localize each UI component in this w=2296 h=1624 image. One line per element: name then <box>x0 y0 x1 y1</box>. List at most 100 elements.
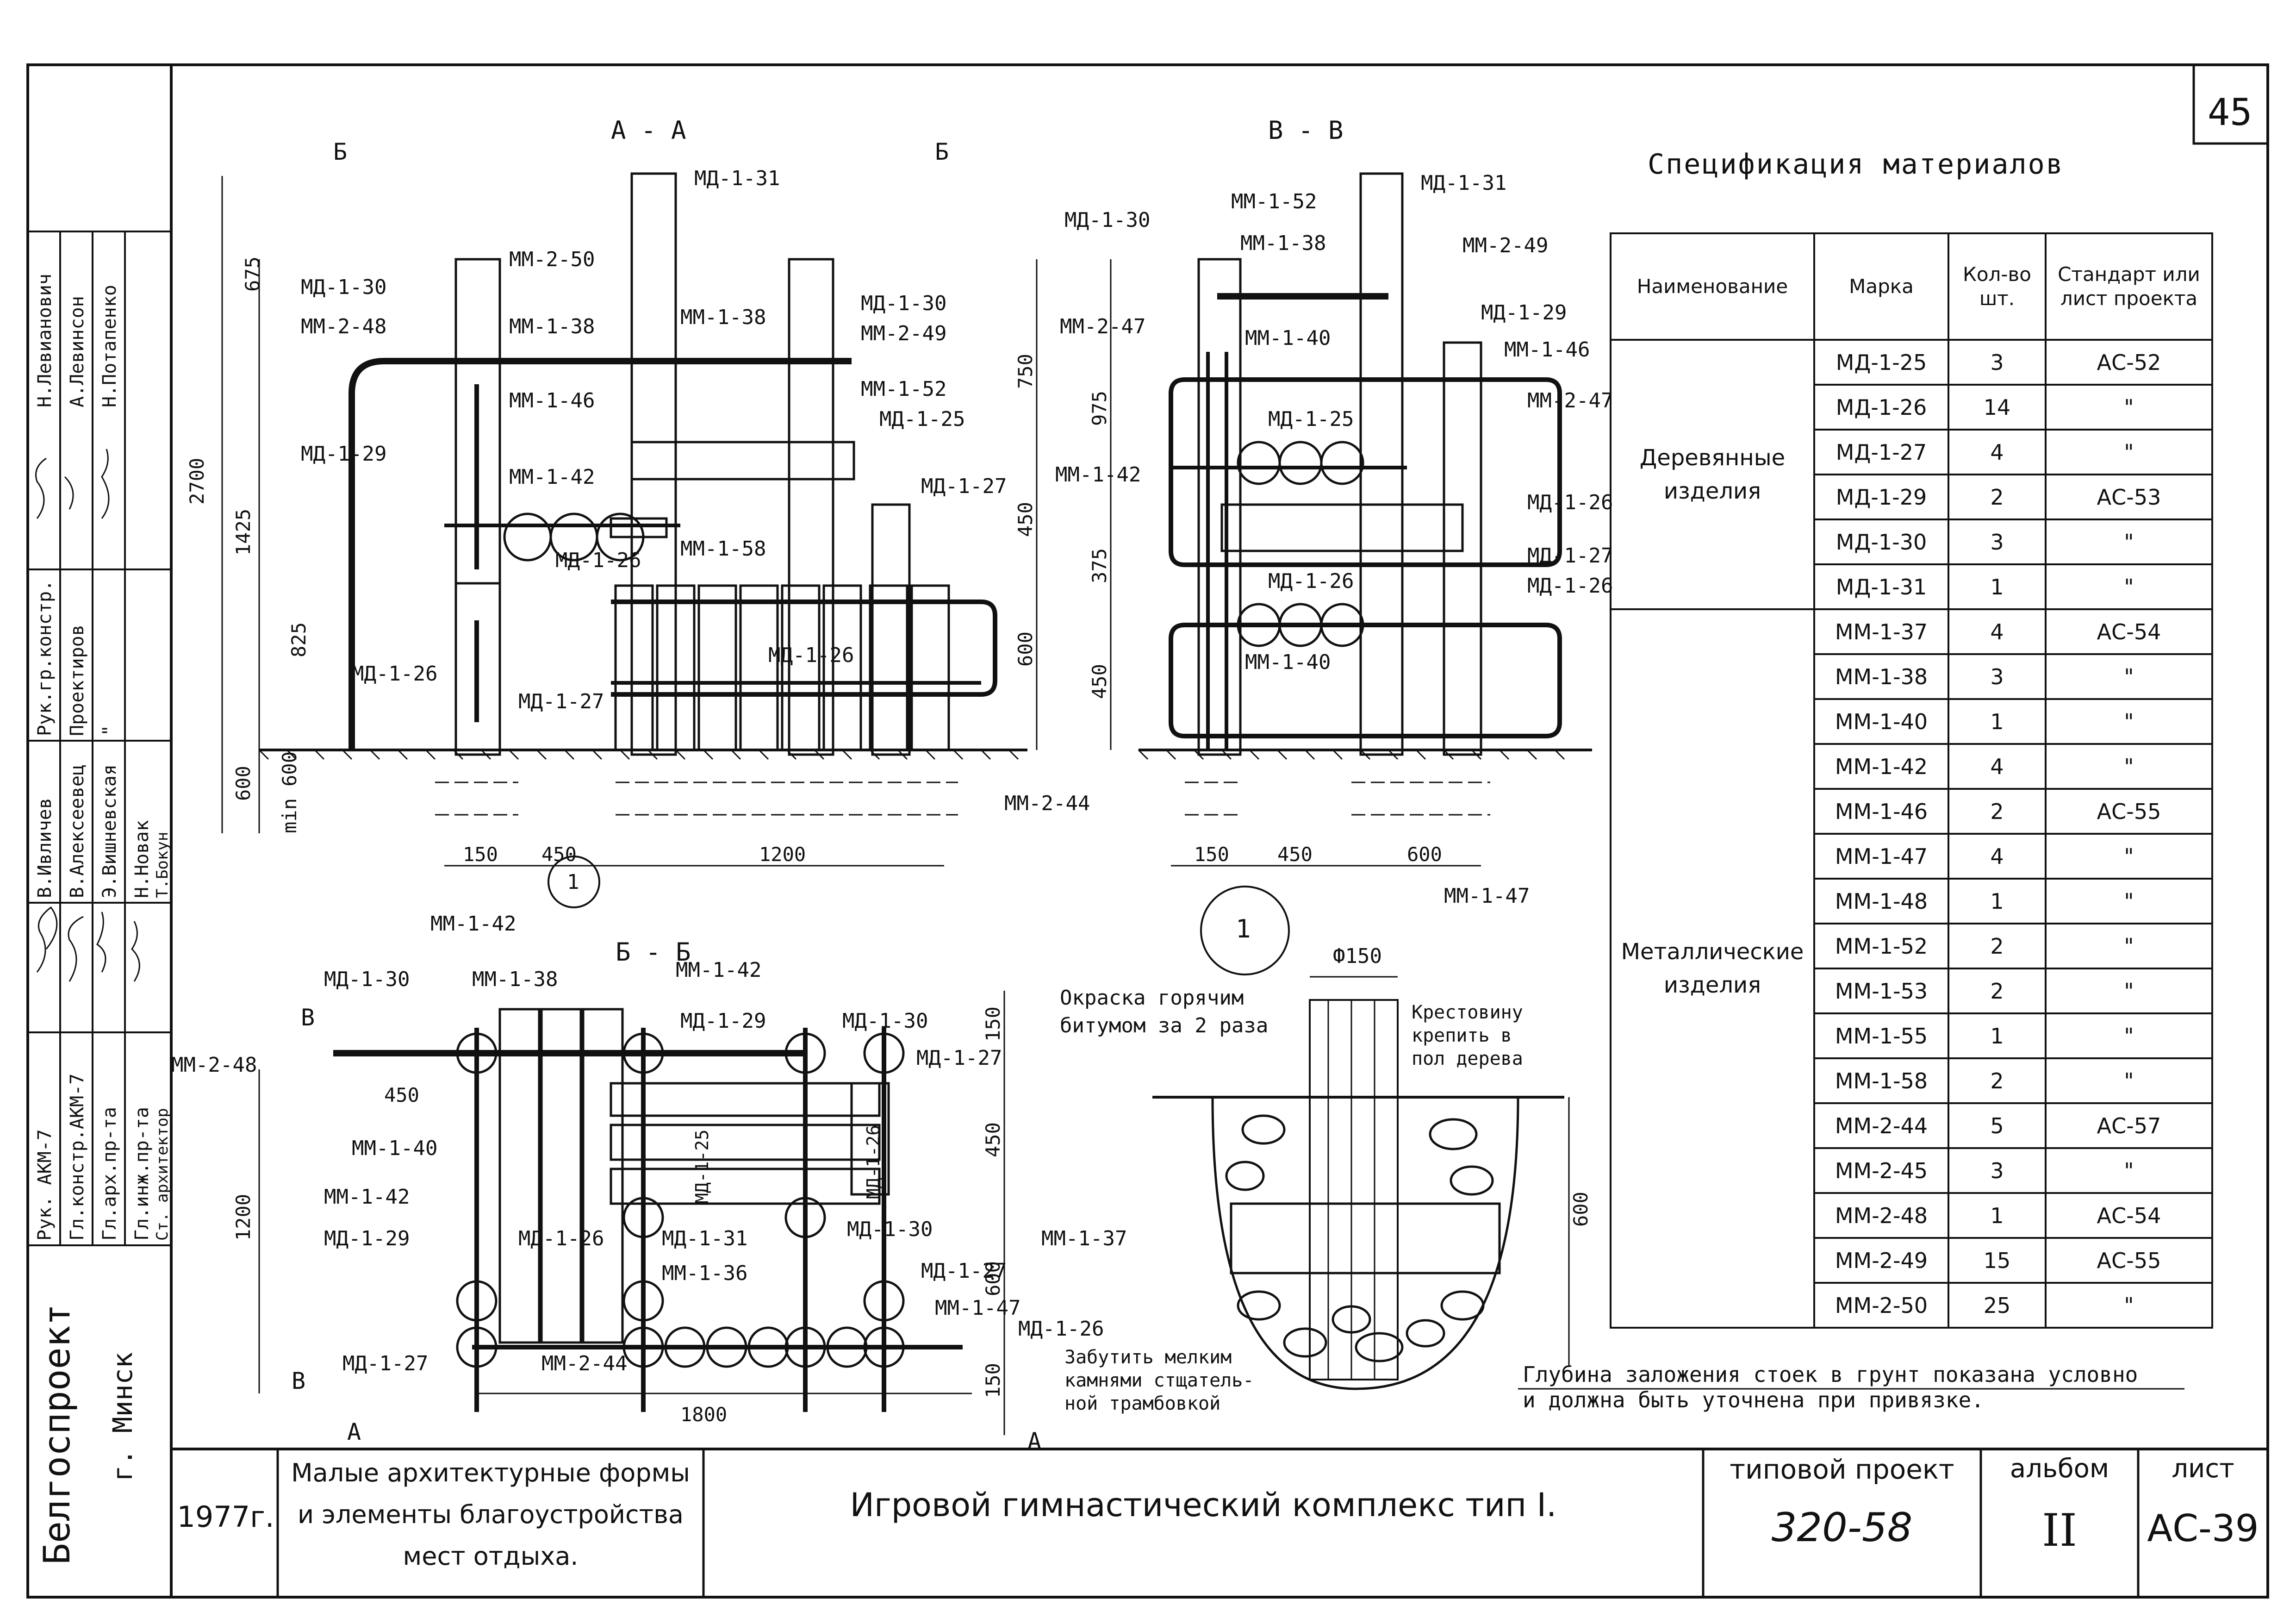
side-stamp <box>28 231 171 1246</box>
detail-diameter: Ф150 <box>1333 944 1382 968</box>
spec-qty: 25 <box>1948 1282 2047 1329</box>
svg-text:крепить в: крепить в <box>1412 1025 1512 1046</box>
spec-mark: ММ-1-52 <box>1813 923 1949 969</box>
svg-text:750: 750 <box>1014 354 1037 389</box>
spec-mark: ММ-2-44 <box>1813 1102 1949 1149</box>
spec-std: АС-55 <box>2045 788 2213 835</box>
svg-text:МД-1-25: МД-1-25 <box>879 407 965 431</box>
spec-mark: ММ-1-42 <box>1813 743 1949 790</box>
svg-text:150: 150 <box>1194 843 1229 866</box>
node-1-b: 1 <box>1236 914 1251 943</box>
svg-text:ММ-1-36: ММ-1-36 <box>662 1262 747 1285</box>
svg-text:МД-1-26: МД-1-26 <box>1527 574 1613 598</box>
spec-mark: МД-1-25 <box>1813 339 1949 386</box>
spec-mark: ММ-1-38 <box>1813 653 1949 700</box>
svg-text:150: 150 <box>982 1363 1004 1398</box>
spec-qty: 1 <box>1948 563 2047 610</box>
svg-text:ММ-1-46: ММ-1-46 <box>1504 338 1590 362</box>
spec-std: " <box>2045 878 2213 924</box>
section-vv-title: В - В <box>1268 116 1344 145</box>
spec-mark: ММ-1-58 <box>1813 1057 1949 1104</box>
spec-std: " <box>2045 923 2213 969</box>
spec-mark: МД-1-30 <box>1813 518 1949 565</box>
svg-text:ММ-2-50: ММ-2-50 <box>509 248 595 271</box>
svg-text:пол дерева: пол дерева <box>1412 1048 1523 1069</box>
svg-text:МД-1-29: МД-1-29 <box>680 1009 766 1033</box>
svg-text:МД-1-29: МД-1-29 <box>324 1227 410 1250</box>
spec-mark: ММ-1-48 <box>1813 878 1949 924</box>
spec-qty: 5 <box>1948 1102 2047 1149</box>
svg-text:ММ-1-40: ММ-1-40 <box>1245 326 1331 350</box>
tb-sheet-label: лист <box>2172 1454 2234 1484</box>
svg-text:МД-1-26: МД-1-26 <box>1527 491 1613 514</box>
tb-year: 1977г. <box>177 1500 274 1534</box>
svg-text:МД-1-30: МД-1-30 <box>1064 208 1150 232</box>
spec-qty: 4 <box>1948 743 2047 790</box>
svg-text:ММ-1-38: ММ-1-38 <box>509 315 595 338</box>
tb-project-label: типовой проект <box>1730 1454 1954 1485</box>
spec-mark: МД-1-26 <box>1813 384 1949 431</box>
svg-text:600: 600 <box>982 1261 1004 1296</box>
stamp-role2-3: " <box>99 725 120 736</box>
stamp-name-4: Н.Новак <box>131 820 153 898</box>
svg-text:МД-1-27: МД-1-27 <box>921 475 1007 498</box>
svg-text:450: 450 <box>982 1122 1004 1157</box>
spec-mark: ММ-2-50 <box>1813 1282 1949 1329</box>
spec-std: " <box>2045 429 2213 475</box>
spec-qty: 1 <box>1948 1012 2047 1059</box>
svg-text:450: 450 <box>1277 843 1313 866</box>
bb-labels: Б - Б В В А А ММ-1-42 МД-1-30 ММ-1-38 ММ… <box>171 912 1127 1455</box>
spec-std: " <box>2045 833 2213 880</box>
spec-table: Наименование Марка Кол-во шт. Стандарт и… <box>1610 232 2213 1329</box>
stamp-city: г. Минск <box>107 1352 138 1481</box>
signature-scribbles <box>35 449 140 982</box>
spec-qty: 15 <box>1948 1237 2047 1284</box>
section-vv <box>1036 172 1592 975</box>
tb-name: Игровой гимнастический комплекс тип I. <box>850 1486 1557 1524</box>
cut-a-right: А <box>1027 1428 1041 1455</box>
tb-album-value: II <box>2042 1505 2077 1556</box>
svg-text:битумом за 2 раза: битумом за 2 раза <box>1060 1014 1268 1037</box>
stamp-role-3: Гл.арх.пр-та <box>99 1107 120 1241</box>
node-1-a: 1 <box>567 870 579 894</box>
spec-std: АС-55 <box>2045 1237 2213 1284</box>
section-aa <box>221 172 1027 908</box>
svg-text:МД-1-30: МД-1-30 <box>847 1218 933 1241</box>
svg-text:ММ-1-42: ММ-1-42 <box>676 958 761 982</box>
svg-text:ММ-1-58: ММ-1-58 <box>680 537 766 561</box>
svg-text:МД-1-25: МД-1-25 <box>1268 407 1354 431</box>
aa-labels: А - А Б Б МД-1-30 ММ-2-48 МД-1-29 МД-1-2… <box>301 116 1090 815</box>
svg-text:450: 450 <box>541 843 577 866</box>
tb-album-label: альбом <box>2010 1454 2109 1484</box>
spec-std: " <box>2045 1147 2213 1194</box>
svg-text:ММ-1-42: ММ-1-42 <box>509 465 595 489</box>
spec-header-mark: Марка <box>1813 232 1949 341</box>
svg-text:150: 150 <box>463 843 498 866</box>
svg-text:600: 600 <box>232 766 255 801</box>
spec-std: АС-53 <box>2045 474 2213 520</box>
tb-series-3: мест отдыха. <box>403 1542 579 1571</box>
sheet-number: 45 <box>2208 91 2252 134</box>
footing-detail <box>1152 976 2184 1390</box>
svg-text:825: 825 <box>287 622 310 657</box>
svg-text:975: 975 <box>1088 391 1111 426</box>
spec-qty: 3 <box>1948 339 2047 386</box>
svg-text:МД-1-27: МД-1-27 <box>916 1046 1002 1070</box>
svg-text:МД-1-31: МД-1-31 <box>662 1227 747 1250</box>
svg-text:МД-1-26: МД-1-26 <box>768 643 854 667</box>
spec-mark: МД-1-29 <box>1813 474 1949 520</box>
cut-v-bottom: В <box>292 1368 305 1394</box>
svg-text:1425: 1425 <box>232 509 255 556</box>
stamp-role-1: Рук. АКМ-7 <box>34 1129 56 1241</box>
svg-text:МД-1-30: МД-1-30 <box>301 275 386 299</box>
svg-text:МД-1-27: МД-1-27 <box>1527 544 1613 568</box>
tb-sheet-value: АС-39 <box>2147 1507 2259 1550</box>
spec-group-name: Деревянные изделия <box>1610 339 1815 610</box>
